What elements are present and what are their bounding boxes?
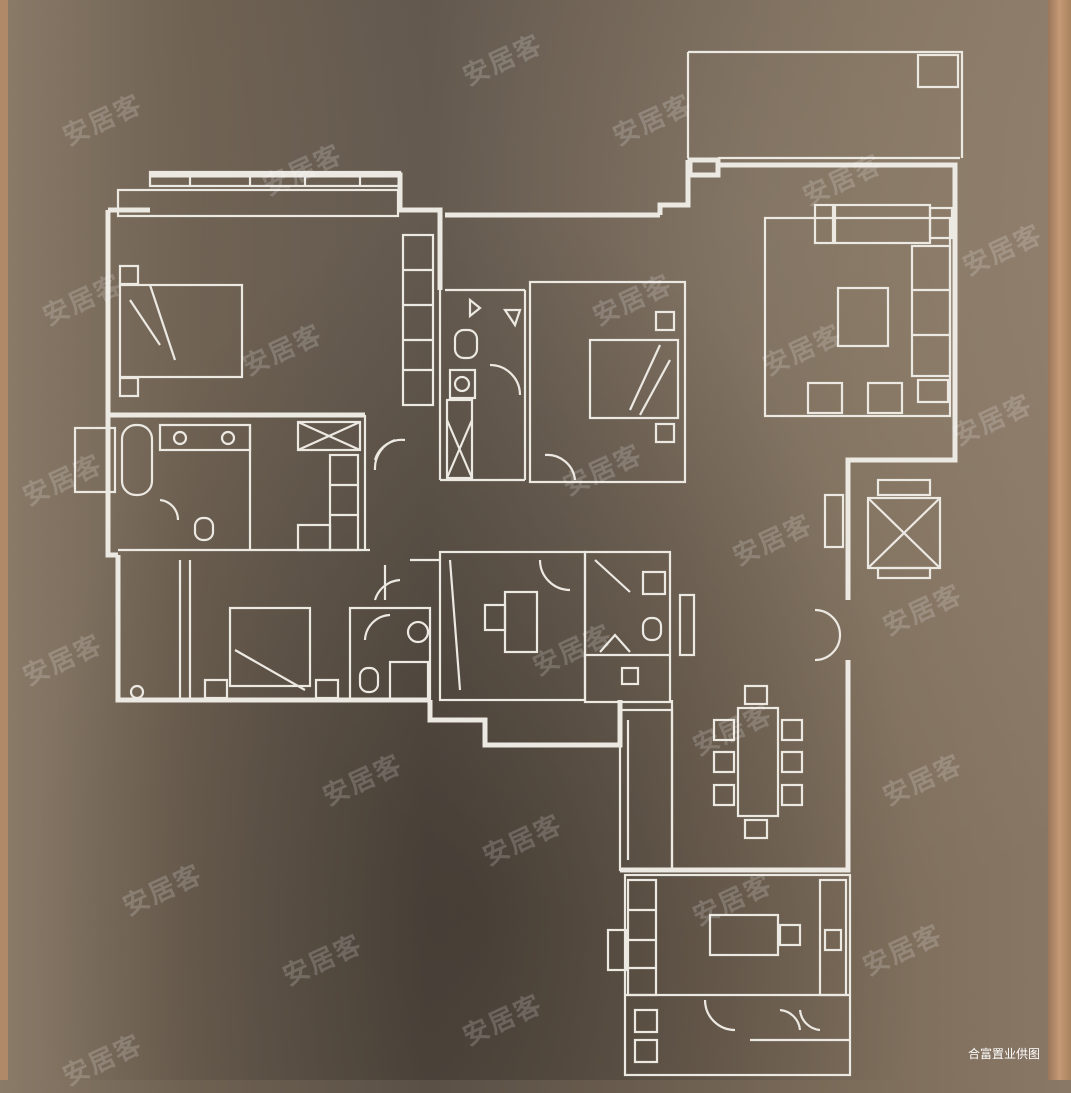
bedroom-2: [528, 280, 687, 484]
living-room-sofa: [763, 203, 954, 418]
outer-wall: [105, 157, 958, 873]
service-corridor: [618, 708, 674, 872]
bay-window-master: [116, 170, 402, 218]
bathroom-3: [348, 558, 440, 702]
master-bathroom: [73, 423, 370, 552]
photo-credit: 合富置业供图: [968, 1047, 1041, 1061]
bathroom-4: [583, 550, 696, 704]
frame-left-edge: [0, 0, 8, 1080]
walk-in-closet: [296, 415, 406, 552]
interior-doors: [373, 290, 442, 601]
kitchen: [606, 873, 852, 1077]
bathroom-2: [440, 288, 527, 482]
bedroom-3: [129, 560, 340, 700]
elevator-lobby: [814, 478, 942, 662]
frame-right-edge: [1048, 0, 1071, 1080]
balcony-top: [686, 50, 964, 160]
study-room: [438, 550, 587, 702]
metal-sheen: [8, 0, 1048, 1080]
master-bedroom: [118, 233, 435, 407]
